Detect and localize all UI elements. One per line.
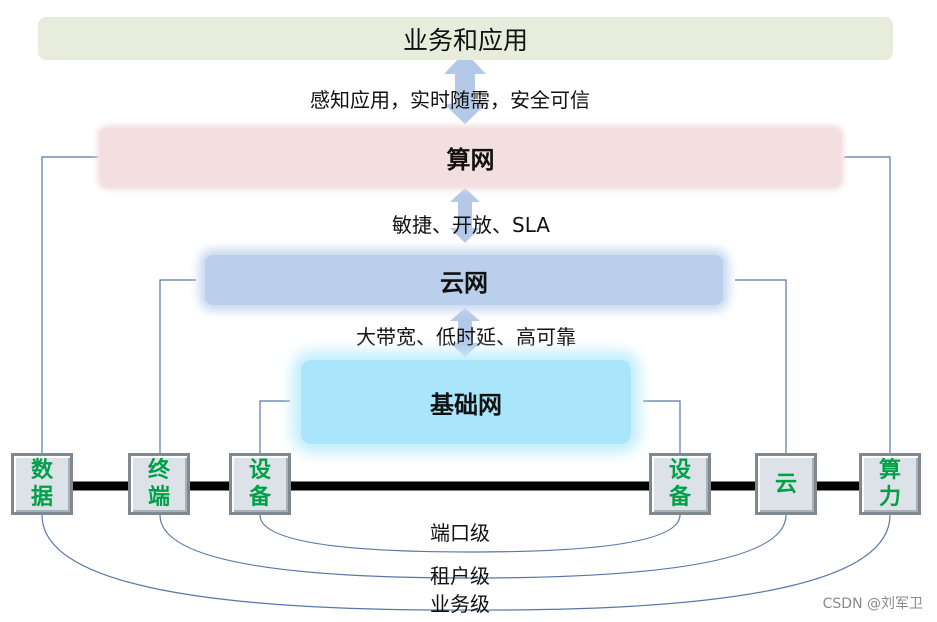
line-base-right [643,400,681,455]
node-compute-power-label: 算力 [878,458,901,510]
level-tenant-label: 租户级 [430,564,490,588]
node-data: 数据 [11,453,73,515]
node-device-right-label: 设备 [668,458,691,510]
arrow-business-compute [444,52,486,124]
line-cloud-right [735,279,787,455]
line-compute-right [844,156,891,455]
cloud-network-layer: 云网 [205,255,723,305]
node-device-left-label: 设备 [248,458,271,510]
watermark: CSDN @刘军卫 [822,596,923,612]
node-device-right: 设备 [649,453,711,515]
node-terminal-label: 终端 [147,458,170,510]
node-cloud-label: 云 [774,471,797,497]
compute-layer-label: 算网 [446,146,495,174]
arc-business-level [41,514,891,611]
cloud-layer-label: 云网 [440,268,488,297]
arrow-compute-cloud [450,188,480,243]
arc-port-level [259,514,681,553]
compute-network-layer: 算网 [100,128,841,187]
node-cloud: 云 [755,453,817,515]
node-data-label: 数据 [30,458,53,510]
caption-compute-cloud: 敏捷、开放、SLA [392,213,550,237]
caption-business-compute: 感知应用，实时随需，安全可信 [310,88,590,112]
level-port-label: 端口级 [430,521,490,545]
level-business-label: 业务级 [430,592,490,616]
node-compute-power: 算力 [859,453,921,515]
business-layer-label: 业务和应用 [402,25,528,55]
line-compute-left [41,156,98,455]
base-network-layer: 基础网 [301,360,631,444]
base-layer-label: 基础网 [430,390,502,419]
line-cloud-left [159,279,196,455]
node-device-left: 设备 [229,453,291,515]
business-application-layer: 业务和应用 [38,17,893,60]
arc-tenant-level [159,514,787,579]
caption-cloud-base: 大带宽、低时延、高可靠 [356,325,576,349]
line-base-left [259,400,290,455]
node-terminal: 终端 [128,453,190,515]
arrow-cloud-base [450,308,480,357]
